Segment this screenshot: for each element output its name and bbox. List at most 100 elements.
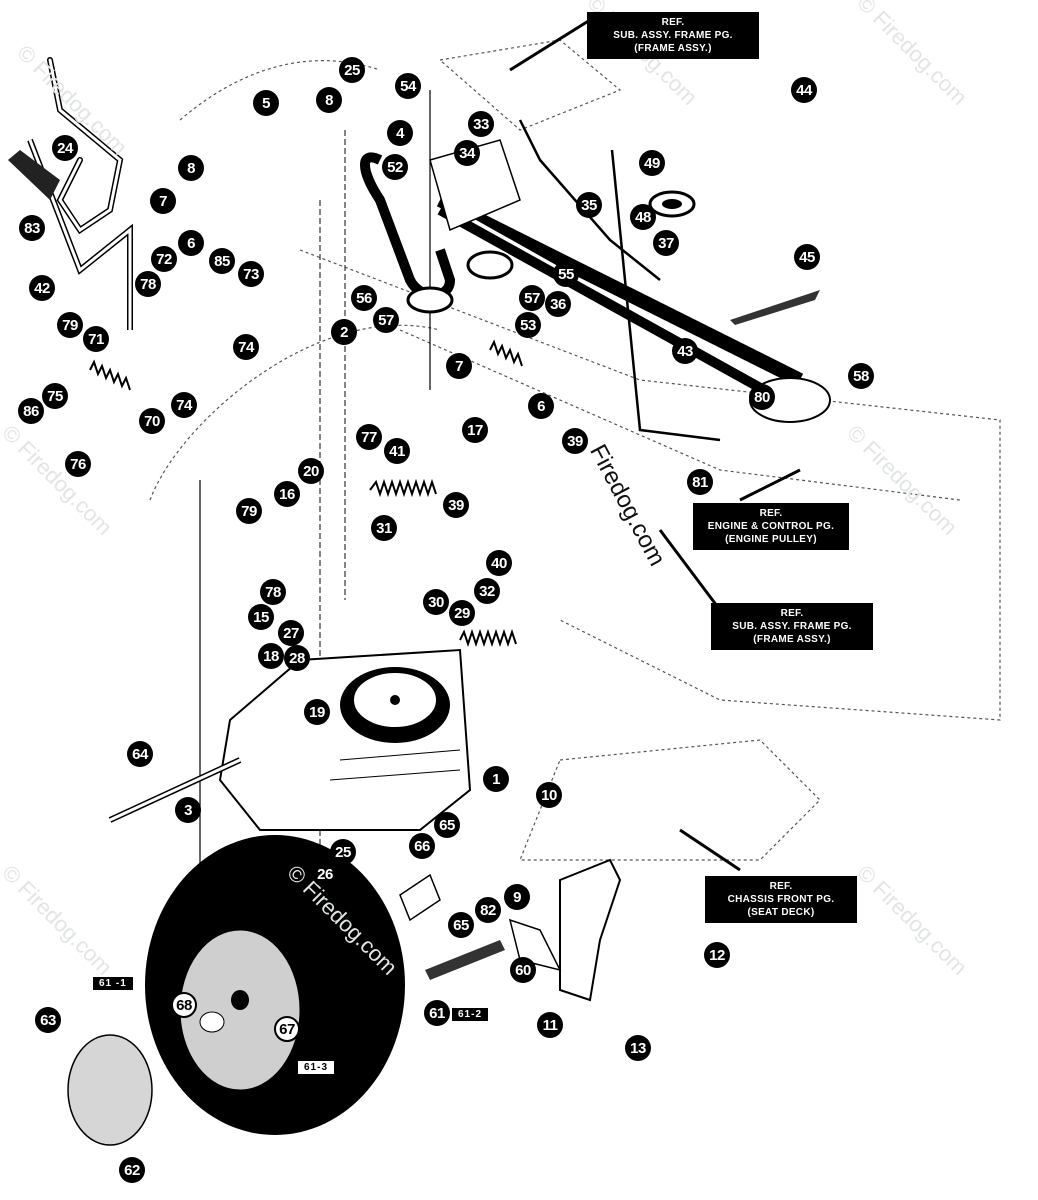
callout: 25 <box>339 57 365 83</box>
callout: 11 <box>537 1012 563 1038</box>
ref-line: REF. <box>759 508 783 519</box>
callout: 57 <box>373 307 399 333</box>
callout: 19 <box>304 699 330 725</box>
callout: 64 <box>127 741 153 767</box>
ref-line: (FRAME ASSY.) <box>753 634 831 645</box>
callout-outline: 68 <box>171 992 197 1018</box>
seat-bracket-9 <box>559 858 622 1002</box>
ref-line: SUB. ASSY. FRAME PG. <box>613 30 733 41</box>
rod-33 <box>518 119 661 281</box>
callout: 43 <box>672 338 698 364</box>
callout: 15 <box>248 604 274 630</box>
callout: 12 <box>704 942 730 968</box>
callout: 36 <box>545 291 571 317</box>
callout: 82 <box>475 897 501 923</box>
callout: 86 <box>18 398 44 424</box>
callout: 18 <box>258 643 284 669</box>
spacer-66 <box>399 873 441 922</box>
grip-knob <box>8 150 60 200</box>
callout: 16 <box>274 481 300 507</box>
callout: 17 <box>462 417 488 443</box>
callout: 78 <box>135 271 161 297</box>
callout: 1 <box>483 766 509 792</box>
callout: 6 <box>528 393 554 419</box>
callout: 65 <box>434 812 460 838</box>
callout: 27 <box>278 620 304 646</box>
foot-pad-82 <box>425 940 505 980</box>
spring-32 <box>459 628 517 648</box>
spring-36 <box>489 339 523 367</box>
ref-line: (FRAME ASSY.) <box>634 43 712 54</box>
callout: 81 <box>687 469 713 495</box>
callout: 77 <box>356 424 382 450</box>
ref-line: SUB. ASSY. FRAME PG. <box>732 621 852 632</box>
callout: 74 <box>233 334 259 360</box>
callout: 7 <box>446 353 472 379</box>
ref-box-frame-mid: REF. SUB. ASSY. FRAME PG. (FRAME ASSY.) <box>711 603 873 650</box>
callout: 8 <box>178 155 204 181</box>
callout: 45 <box>794 244 820 270</box>
callout: 10 <box>536 782 562 808</box>
ref-line: (SEAT DECK) <box>747 907 815 918</box>
callout: 33 <box>468 111 494 137</box>
ref-line: (ENGINE PULLEY) <box>725 534 817 545</box>
callout: 74 <box>171 392 197 418</box>
ref-line: REF. <box>780 608 804 619</box>
subtag: 61-3 <box>297 1060 336 1075</box>
callout: 26 <box>312 861 338 887</box>
foot-pad-45 <box>730 290 820 325</box>
callout: 54 <box>395 73 421 99</box>
control-rod-43 <box>610 149 721 442</box>
callout: 55 <box>553 261 579 287</box>
callout: 42 <box>29 275 55 301</box>
callout: 39 <box>443 492 469 518</box>
callout: 37 <box>653 230 679 256</box>
callout: 62 <box>119 1157 145 1183</box>
callout: 29 <box>449 600 475 626</box>
callout: 39 <box>562 428 588 454</box>
callout: 61 <box>424 1000 450 1026</box>
callout: 66 <box>409 833 435 859</box>
callout: 48 <box>630 204 656 230</box>
callout: 71 <box>83 326 109 352</box>
drive-belt-58b <box>437 205 803 415</box>
callout: 41 <box>384 438 410 464</box>
drive-belt-58 <box>436 193 804 387</box>
callout: 70 <box>139 408 165 434</box>
spring-41 <box>369 478 437 498</box>
callout: 31 <box>371 515 397 541</box>
subtag: 61 -1 <box>93 977 133 990</box>
callout: 13 <box>625 1035 651 1061</box>
callout: 85 <box>209 248 235 274</box>
callout: 78 <box>260 579 286 605</box>
callout: 53 <box>515 312 541 338</box>
callout: 9 <box>504 884 530 910</box>
callout: 79 <box>236 498 262 524</box>
idler-pulley-56 <box>406 286 454 314</box>
callout: 28 <box>284 645 310 671</box>
callout: 79 <box>57 312 83 338</box>
callout: 40 <box>486 550 512 576</box>
ref-line: REF. <box>661 17 685 28</box>
callout: 80 <box>749 384 775 410</box>
callout: 56 <box>351 285 377 311</box>
callout: 7 <box>150 188 176 214</box>
callout-outline: 67 <box>274 1016 300 1042</box>
callout: 52 <box>382 154 408 180</box>
callout: 5 <box>253 90 279 116</box>
ref-line: ENGINE & CONTROL PG. <box>707 521 835 532</box>
subtag: 61-2 <box>452 1008 489 1021</box>
callout: 32 <box>474 578 500 604</box>
callout: 34 <box>454 140 480 166</box>
spring-75 <box>89 359 131 391</box>
callout: 83 <box>19 215 45 241</box>
callout: 20 <box>298 458 324 484</box>
callout: 65 <box>448 912 474 938</box>
callout: 25 <box>330 839 356 865</box>
callout: 24 <box>52 135 78 161</box>
callout: 63 <box>35 1007 61 1033</box>
callout: 8 <box>316 87 342 113</box>
ref-box-frame-top: REF. SUB. ASSY. FRAME PG. (FRAME ASSY.) <box>587 12 759 59</box>
callout: 35 <box>576 192 602 218</box>
